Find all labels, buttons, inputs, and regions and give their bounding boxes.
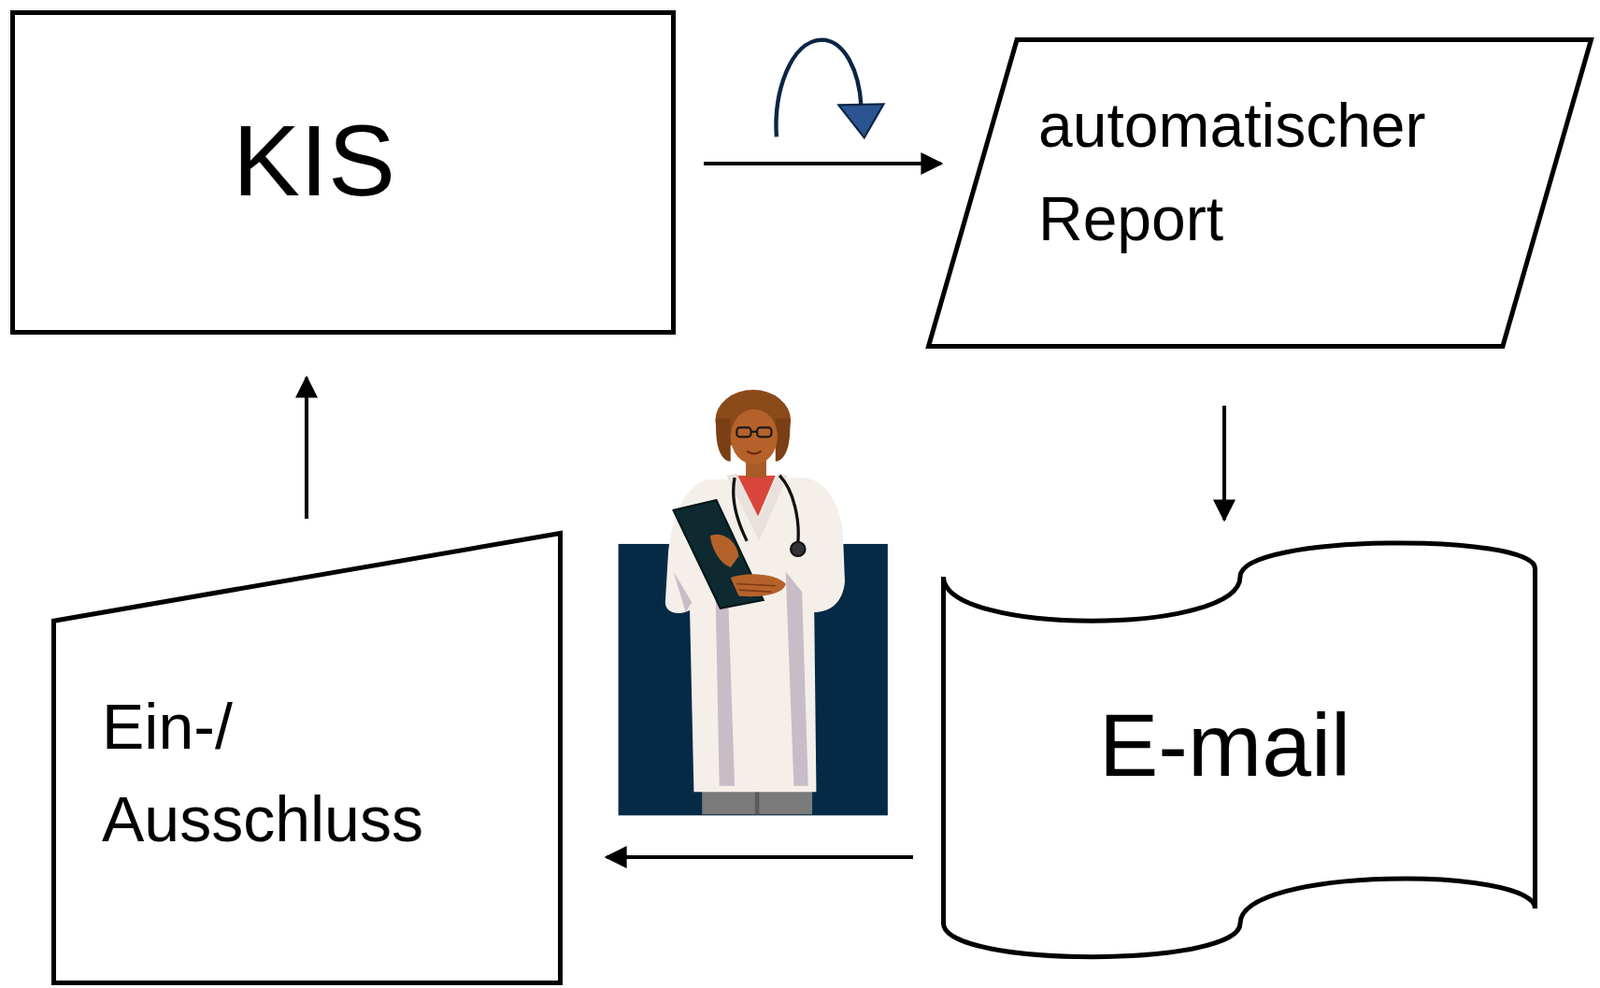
finger-lines [736,584,775,593]
glasses-right [757,427,772,437]
node-label: E-mail [1099,696,1351,795]
node-border [13,13,674,333]
node-border [943,542,1536,958]
cycle-arrow-curve [775,40,861,138]
cycle-arrow-head [838,103,884,138]
glasses-left [736,427,751,437]
stethoscope-chest-piece [790,542,805,557]
flow-node: automatischer Report [926,37,1594,349]
node-border [928,40,1592,347]
node-label: Ein-/ Ausschluss [101,680,476,866]
flow-arrow [304,377,309,519]
face [730,409,778,465]
node-outline [926,37,1594,349]
stethoscope [733,475,799,543]
flow-arrow [1222,405,1227,520]
flow-node: KIS [10,10,676,335]
node-label: automatischer Report [1038,78,1543,266]
flow-node: E-mail [941,530,1538,971]
mouth [746,451,761,455]
hand-right [730,573,786,597]
node-border [54,533,561,984]
flow-arrow [606,855,914,859]
node-label: KIS [232,105,396,217]
fringe [730,401,778,421]
glasses-bridge [751,430,758,433]
flow-arrow [703,161,942,166]
hand-left [710,534,740,568]
flow-node: Ein-/ Ausschluss [51,530,563,986]
